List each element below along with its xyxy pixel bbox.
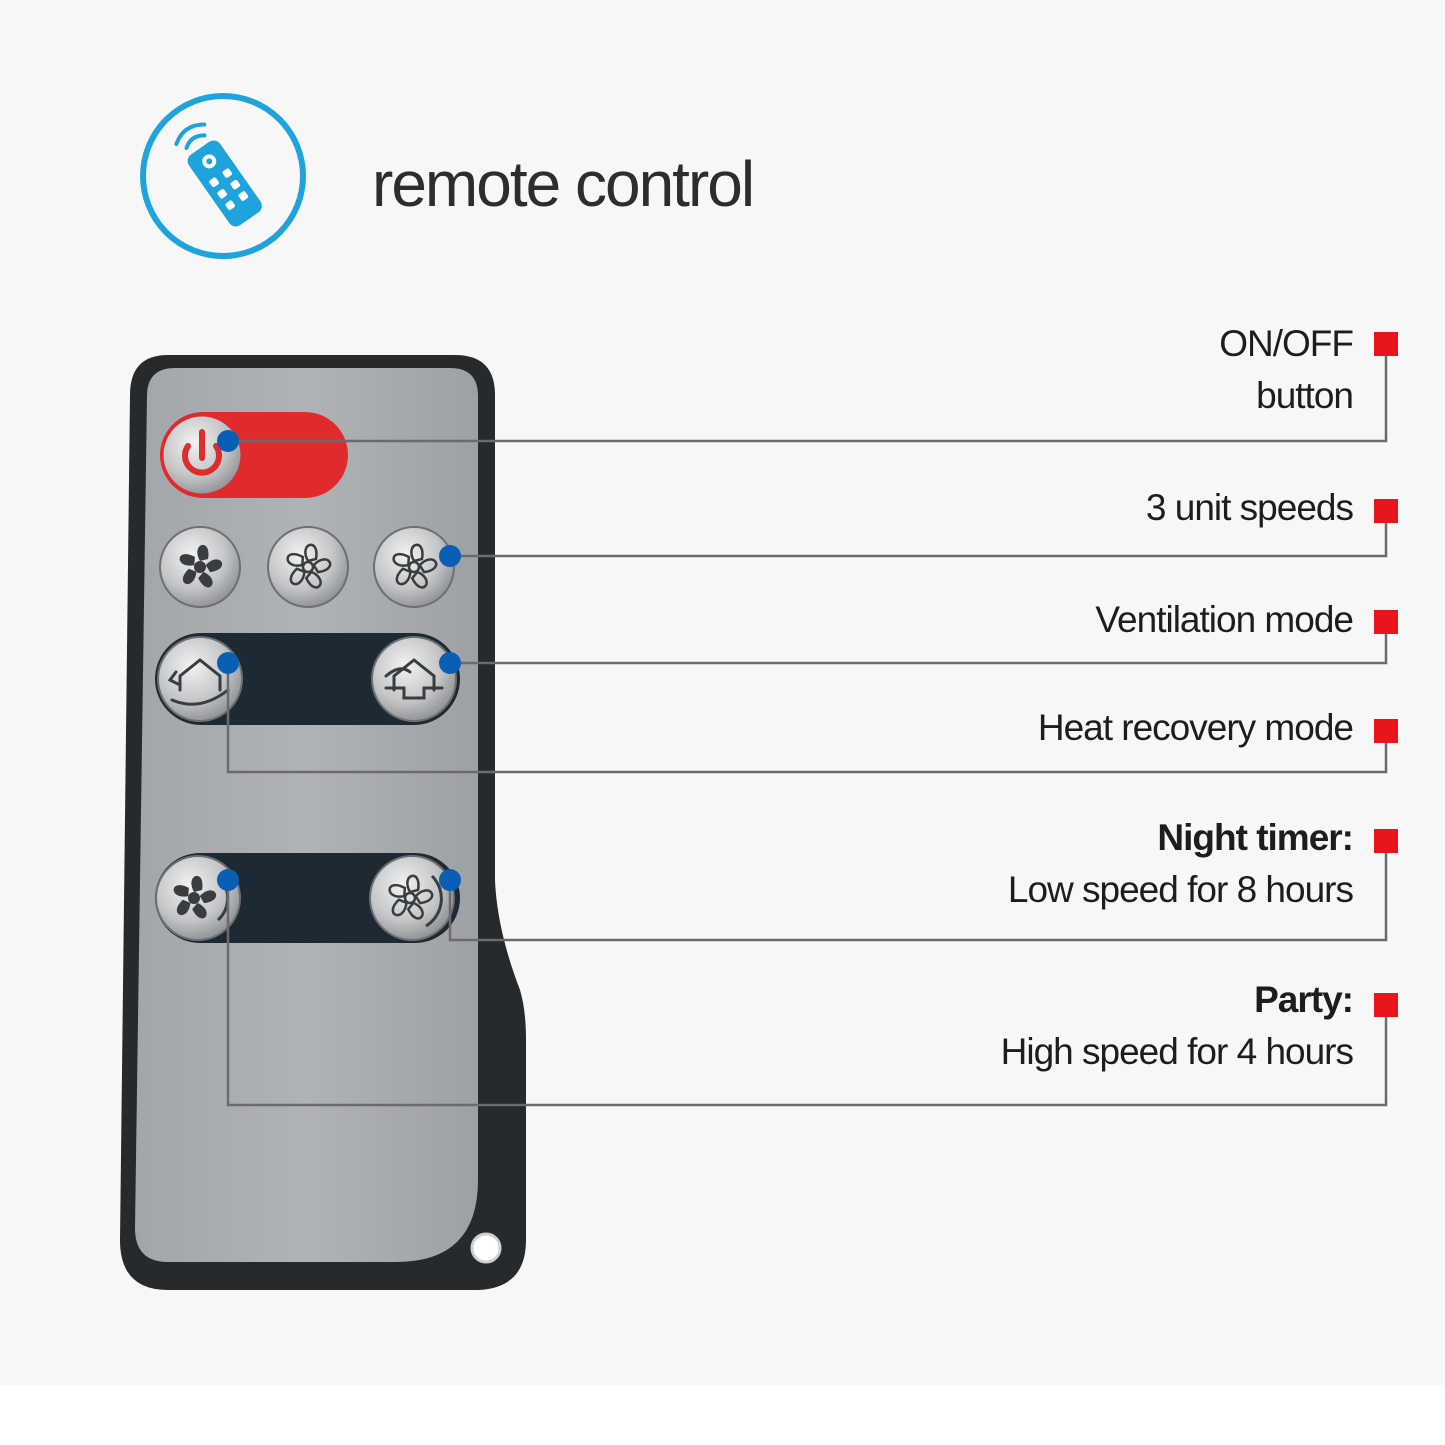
speed-1-button[interactable] [159, 526, 241, 608]
callout-dot-heat [217, 652, 239, 674]
leader-line-onoff [228, 344, 1388, 443]
callout-night: Night timer: Low speed for 8 hours [1007, 812, 1354, 916]
callout-night-line1: Low speed for 8 hours [1007, 869, 1354, 910]
speed-2-button[interactable] [267, 526, 349, 608]
marker-night [1374, 829, 1398, 853]
marker-onoff [1374, 332, 1398, 356]
speed-3-button[interactable] [373, 526, 455, 608]
callout-ventilation: Ventilation mode [1095, 594, 1354, 646]
power-button[interactable] [160, 413, 244, 497]
callout-ventilation-line1: Ventilation mode [1095, 599, 1354, 640]
callout-heat: Heat recovery mode [1037, 702, 1354, 754]
heat-recovery-mode-button[interactable] [371, 636, 457, 722]
ventilation-mode-button[interactable] [157, 636, 243, 722]
callout-dot-speeds [439, 545, 461, 567]
callout-dot-party [217, 869, 239, 891]
callout-onoff: ON/OFF button [1219, 318, 1354, 422]
leader-line-ventilation [450, 622, 1388, 665]
callout-heat-line1: Heat recovery mode [1037, 707, 1354, 748]
callout-onoff-line1: ON/OFF [1219, 323, 1354, 364]
callout-speeds-line1: 3 unit speeds [1145, 487, 1354, 528]
page-title: remote control [372, 148, 755, 220]
marker-ventilation [1374, 610, 1398, 634]
callout-onoff-line2: button [1256, 375, 1354, 416]
marker-party [1374, 993, 1398, 1017]
house-airflow-icon [167, 658, 230, 706]
callout-party: Party: High speed for 4 hours [1000, 974, 1354, 1078]
remote-diagram [120, 332, 1398, 1290]
remote-control-icon [140, 93, 306, 259]
leader-line-night [448, 841, 1388, 942]
house-airflow-icon [384, 658, 444, 700]
remote-face [135, 368, 478, 1262]
marker-speeds [1374, 499, 1398, 523]
power-icon [182, 429, 222, 476]
leader-line-heat [226, 663, 1388, 774]
callout-speeds: 3 unit speeds [1145, 482, 1354, 534]
callout-party-title: Party: [1254, 979, 1354, 1020]
callout-party-line1: High speed for 4 hours [1000, 1031, 1354, 1072]
callout-dot-onoff [217, 430, 239, 452]
callout-dot-night [439, 869, 461, 891]
party-button[interactable] [369, 855, 455, 941]
leader-line-party [226, 880, 1388, 1107]
marker-heat [1374, 719, 1398, 743]
callout-night-title: Night timer: [1157, 817, 1354, 858]
callout-dot-ventilation [439, 652, 461, 674]
keyring-hole [470, 1232, 502, 1264]
leader-line-speeds [450, 511, 1388, 558]
